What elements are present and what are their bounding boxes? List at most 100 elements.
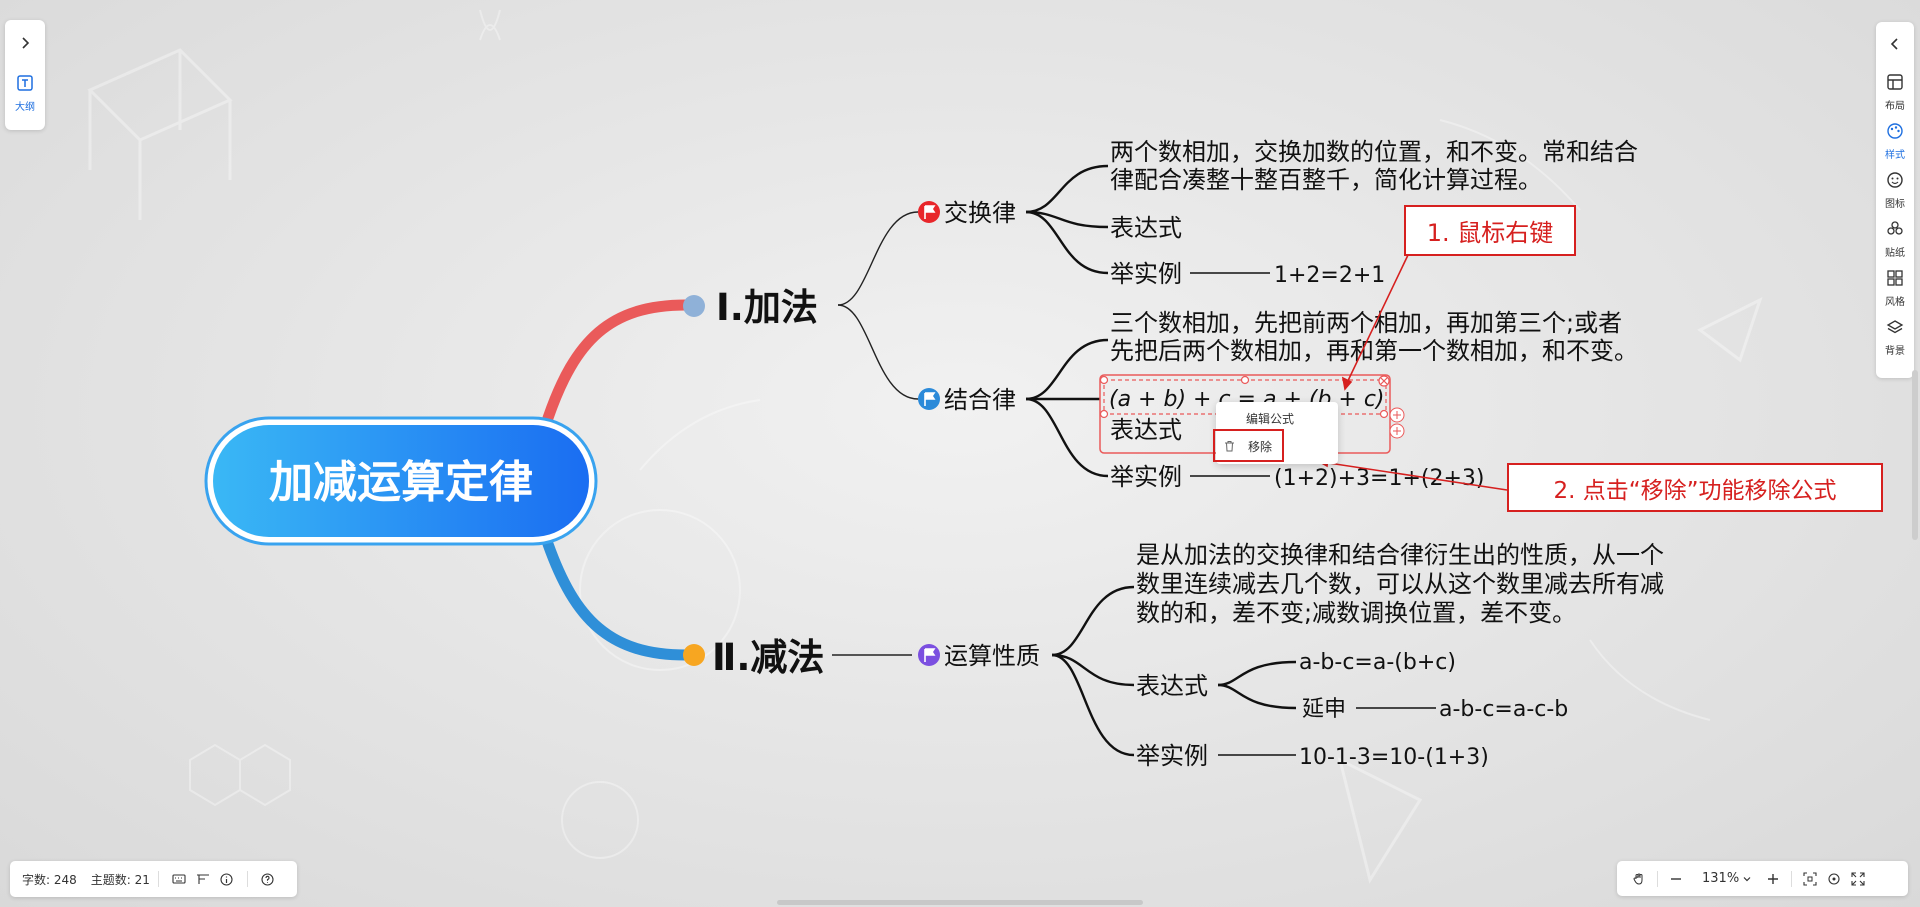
- callout-step1: 1. 鼠标右键: [1404, 205, 1576, 256]
- chevron-left-icon: [1888, 36, 1902, 55]
- branch-node-add[interactable]: Ⅰ.加法: [683, 286, 818, 329]
- panel-style-label: 样式: [1885, 150, 1905, 161]
- topic-associative[interactable]: 结合律: [918, 386, 1016, 414]
- sticker-icon: [1886, 220, 1904, 242]
- properties-desc-line3[interactable]: 数的和，差不变;减数调换位置，差不变。: [1136, 599, 1576, 627]
- stats-bar: 字数: 248 主题数: 21: [10, 861, 297, 897]
- divider: [246, 871, 248, 887]
- flag-glyph: [924, 648, 936, 662]
- info-icon[interactable]: [215, 867, 239, 891]
- panel-theme-button[interactable]: 风格: [1876, 264, 1914, 313]
- outline-icon: [16, 74, 34, 96]
- properties-desc-line1[interactable]: 是从加法的交换律和结合律衍生出的性质，从一个: [1136, 541, 1664, 569]
- fit-view-icon[interactable]: [1798, 867, 1822, 891]
- commutative-example[interactable]: 举实例: [1110, 260, 1182, 288]
- connectors-properties: [1051, 585, 1297, 757]
- panel-icon-label: 图标: [1885, 199, 1905, 210]
- add-child-glyph: [1393, 411, 1401, 419]
- properties-example-value[interactable]: 10-1-3=10-(1+3): [1299, 745, 1489, 770]
- commutative-example-value[interactable]: 1+2=2+1: [1274, 263, 1385, 288]
- commutative-desc-line1[interactable]: 两个数相加，交换加数的位置，和不变。常和结合: [1110, 138, 1638, 166]
- panel-theme-label: 风格: [1885, 297, 1905, 308]
- context-menu: 编辑公式 移除: [1216, 402, 1338, 464]
- expand-panel-button[interactable]: [18, 20, 32, 68]
- context-menu-remove-label: 移除: [1248, 439, 1273, 454]
- properties-expression-value[interactable]: a-b-c=a-(b+c): [1299, 650, 1456, 675]
- zoom-level[interactable]: 131%: [1702, 871, 1740, 886]
- root-title: 加减运算定律: [269, 457, 533, 508]
- flag-glyph: [924, 205, 936, 219]
- panel-sticker-label: 贴纸: [1885, 248, 1905, 259]
- layout-icon: [1886, 73, 1904, 95]
- panel-sticker-button[interactable]: 贴纸: [1876, 215, 1914, 264]
- outline-button[interactable]: 大纲: [15, 68, 35, 118]
- connectors-associative: [1025, 338, 1109, 478]
- branch-connector-sub: [542, 538, 692, 661]
- trash-icon: [1224, 440, 1235, 455]
- topic-commutative[interactable]: 交换律: [918, 199, 1016, 227]
- left-toolbar: 大纲: [5, 20, 45, 130]
- commutative-desc-line2[interactable]: 律配合凑整十整百整千，简化计算过程。: [1110, 166, 1542, 194]
- panel-background-label: 背景: [1885, 346, 1905, 357]
- associative-example[interactable]: 举实例: [1110, 463, 1182, 491]
- branch-title-add: Ⅰ.加法: [716, 286, 818, 329]
- associative-expression[interactable]: 表达式: [1110, 416, 1182, 444]
- panel-background-button[interactable]: 背景: [1876, 313, 1914, 362]
- divider: [157, 871, 159, 887]
- horizontal-scrollbar[interactable]: [777, 900, 1143, 905]
- branch-title-sub: Ⅱ.减法: [712, 636, 824, 679]
- connectors-commutative: [1025, 164, 1109, 275]
- context-menu-edit-formula[interactable]: 编辑公式: [1216, 405, 1338, 431]
- topic-label-associative: 结合律: [944, 386, 1016, 414]
- word-count: 字数: 248: [22, 872, 77, 887]
- associative-desc-line2[interactable]: 先把后两个数相加，再和第一个数相加，和不变。: [1110, 337, 1638, 365]
- flag-glyph: [924, 392, 936, 406]
- callout-step2: 2. 点击“移除”功能移除公式: [1507, 463, 1883, 512]
- branch-connector-add: [542, 299, 692, 424]
- divider: [1791, 870, 1793, 887]
- fullscreen-icon[interactable]: [1846, 867, 1870, 891]
- associative-example-value[interactable]: (1+2)+3=1+(2+3): [1274, 466, 1484, 491]
- right-toolbar: 布局 样式 图标 贴纸 风格 背景: [1876, 22, 1914, 378]
- locate-center-icon[interactable]: [1822, 867, 1846, 891]
- properties-example[interactable]: 举实例: [1136, 742, 1208, 770]
- commutative-expression[interactable]: 表达式: [1110, 214, 1182, 242]
- add-sibling-glyph: [1393, 427, 1401, 435]
- topic-label-properties: 运算性质: [944, 642, 1040, 670]
- keyboard-icon[interactable]: [167, 867, 191, 891]
- zoom-in-button[interactable]: [1761, 867, 1785, 891]
- smiley-icon: [1886, 171, 1904, 193]
- zoom-out-button[interactable]: [1664, 867, 1688, 891]
- panel-style-button[interactable]: 样式: [1876, 117, 1914, 166]
- divider: [1657, 870, 1658, 887]
- zoom-bar: 131%: [1617, 861, 1908, 896]
- properties-desc-line2[interactable]: 数里连续减去几个数，可以从这个数里减去所有减: [1136, 570, 1664, 598]
- properties-extension[interactable]: 延申: [1302, 697, 1346, 722]
- vertical-scrollbar[interactable]: [1912, 370, 1918, 540]
- hand-pan-icon[interactable]: [1627, 867, 1651, 891]
- properties-expression[interactable]: 表达式: [1136, 672, 1208, 700]
- grid-icon: [1886, 269, 1904, 291]
- layers-icon: [1886, 318, 1904, 340]
- outline-label: 大纲: [15, 101, 35, 113]
- properties-extension-value[interactable]: a-b-c=a-c-b: [1439, 697, 1568, 722]
- associative-desc-line1[interactable]: 三个数相加，先把前两个相加，再加第三个;或者: [1110, 309, 1622, 337]
- root-node[interactable]: 加减运算定律: [204, 416, 598, 546]
- panel-icon-button[interactable]: 图标: [1876, 166, 1914, 215]
- annotation-arrows: [1316, 254, 1508, 491]
- palette-icon: [1886, 122, 1904, 144]
- topic-count: 主题数: 21: [90, 872, 150, 887]
- structure-icon[interactable]: [191, 867, 215, 891]
- topic-label-commutative: 交换律: [944, 199, 1016, 227]
- chevron-right-icon: [18, 35, 32, 54]
- context-menu-remove[interactable]: 移除: [1216, 433, 1338, 459]
- context-menu-edit-label: 编辑公式: [1246, 411, 1295, 426]
- branch-node-sub[interactable]: Ⅱ.减法: [683, 636, 824, 679]
- collapse-panel-button[interactable]: [1876, 22, 1914, 68]
- close-glyph: [1380, 377, 1388, 385]
- chevron-down-icon[interactable]: [1739, 867, 1755, 891]
- topic-properties[interactable]: 运算性质: [918, 642, 1040, 670]
- panel-layout-button[interactable]: 布局: [1876, 68, 1914, 117]
- help-icon[interactable]: [256, 867, 280, 891]
